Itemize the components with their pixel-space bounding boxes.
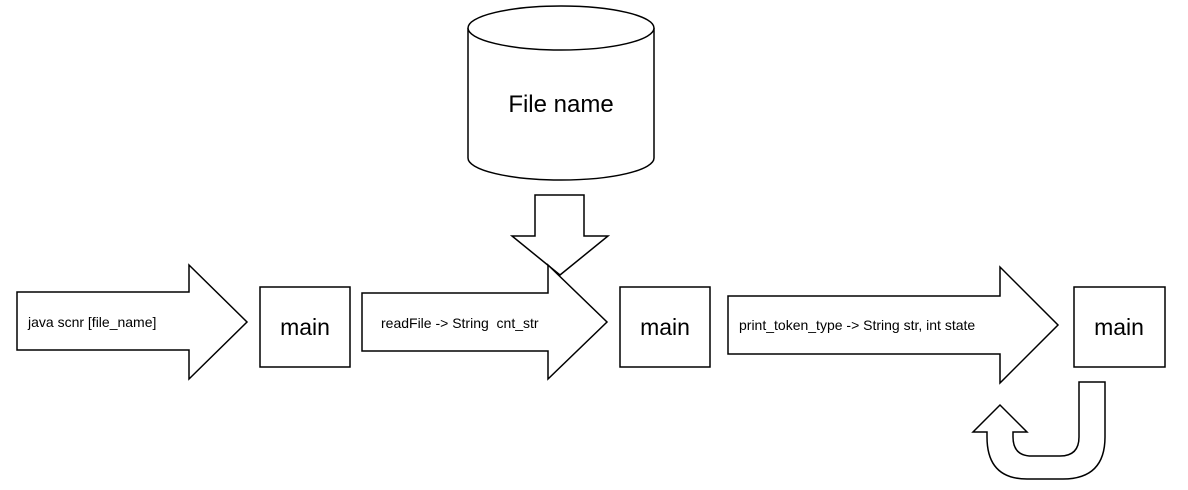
main-box-1-label: main bbox=[280, 314, 330, 340]
read-file-arrow-shape bbox=[361, 263, 609, 381]
main-box-1-rect bbox=[259, 286, 351, 368]
invoke-arrow: java scnr [file_name] bbox=[16, 263, 249, 381]
print-token-arrow-shape bbox=[727, 265, 1060, 385]
file-store-label: File name bbox=[508, 91, 613, 118]
print-token-arrow-label: print_token_type -> String str, int stat… bbox=[739, 317, 975, 333]
main-box-2-label: main bbox=[640, 314, 690, 340]
invoke-arrow-label: java scnr [file_name] bbox=[27, 314, 156, 330]
down-arrow-from-file bbox=[509, 194, 611, 276]
invoke-arrow-shape bbox=[16, 263, 249, 381]
print-token-arrow: print_token_type -> String str, int stat… bbox=[727, 265, 1060, 385]
read-file-arrow: readFile -> String cnt_str bbox=[361, 263, 609, 381]
main-box-2-rect bbox=[619, 286, 711, 368]
main-box-1: main bbox=[259, 286, 351, 368]
file-store-cylinder: File name bbox=[467, 5, 655, 181]
main-box-3-label: main bbox=[1094, 314, 1144, 340]
cylinder-body bbox=[467, 28, 655, 181]
loop-back-arrow bbox=[971, 381, 1106, 480]
main-box-3-rect bbox=[1073, 286, 1166, 368]
main-box-2: main bbox=[619, 286, 711, 368]
cylinder-top bbox=[467, 5, 655, 51]
main-box-3: main bbox=[1073, 286, 1166, 368]
read-file-arrow-label: readFile -> String cnt_str bbox=[381, 315, 539, 331]
